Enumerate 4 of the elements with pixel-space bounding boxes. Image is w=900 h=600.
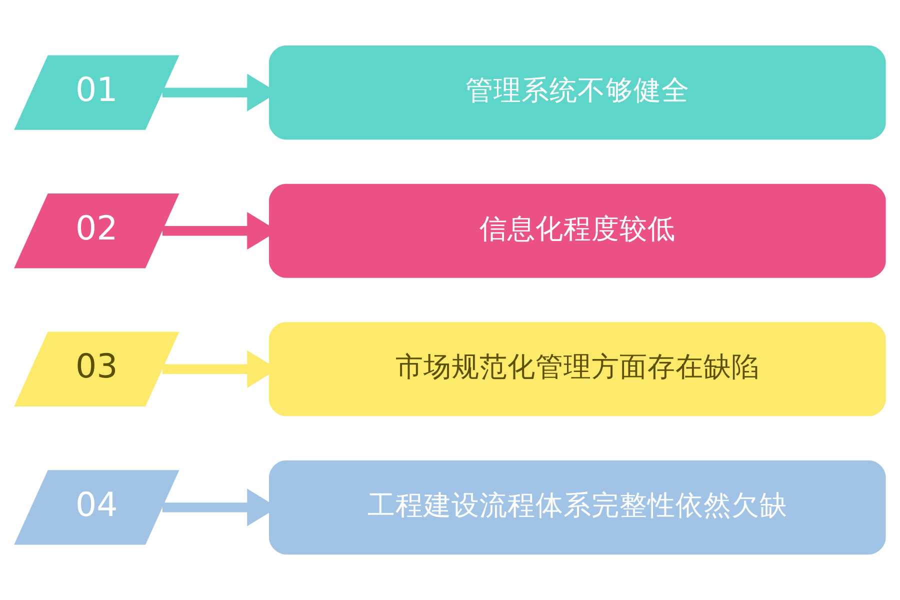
node-box: 工程建设流程体系完整性依然欠缺 <box>269 460 886 554</box>
node-box: 信息化程度较低 <box>269 184 886 278</box>
node-box: 管理系统不够健全 <box>269 46 886 140</box>
node-box: 市场规范化管理方面存在缺陷 <box>269 322 886 416</box>
